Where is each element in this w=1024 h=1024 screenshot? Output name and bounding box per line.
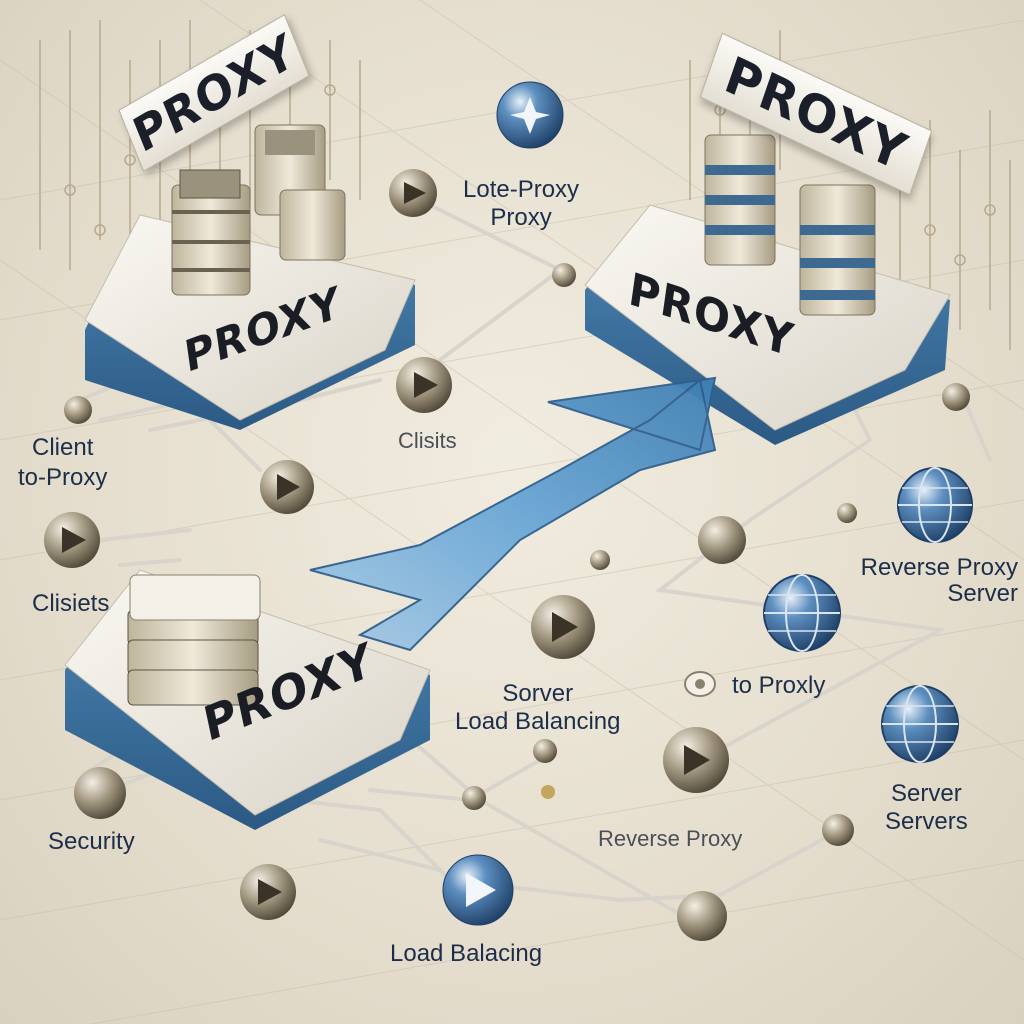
connector-node [64, 263, 970, 941]
play-button-icon [663, 727, 729, 793]
label-to-proxy: to Proxly [732, 672, 826, 699]
platform-top-left [84, 214, 416, 430]
play-button-icon [396, 357, 452, 413]
server-stack-icon [254, 124, 346, 261]
globe-icon [897, 467, 973, 543]
play-button-icon [44, 512, 100, 568]
globe-icon [763, 574, 841, 652]
star-icon [496, 81, 564, 149]
globe-icon [881, 685, 959, 763]
label-clients-left: Clisiets [32, 590, 110, 617]
label-forward-proxy: Lote-Proxy Proxy [463, 176, 580, 231]
label-reverse-proxy-server: Reverse Proxy Server [860, 554, 1018, 607]
server-stack-icon [127, 574, 261, 706]
server-stack-icon [171, 169, 251, 296]
play-button-icon [240, 864, 296, 920]
play-button-icon [442, 854, 514, 926]
play-button-icon [260, 460, 314, 514]
label-reverse-proxy: Reverse Proxy [598, 826, 743, 851]
label-security: Security [48, 828, 135, 855]
circuit-lines-left [39, 20, 361, 300]
direction-arrow-icon [309, 376, 717, 652]
server-stack-icon [704, 134, 876, 316]
play-button-icon [389, 169, 437, 217]
small-eye-icon [684, 671, 716, 697]
label-clients-mid: Clisits [398, 428, 457, 453]
label-server-load-balancing: Sorver Load Balancing [455, 680, 621, 735]
play-button-icon [531, 595, 595, 659]
label-load-balancing: Load Balacing [390, 940, 543, 967]
label-server-servers: Server Servers [885, 780, 968, 835]
label-client-to-proxy: Client to-Proxy [18, 434, 108, 491]
